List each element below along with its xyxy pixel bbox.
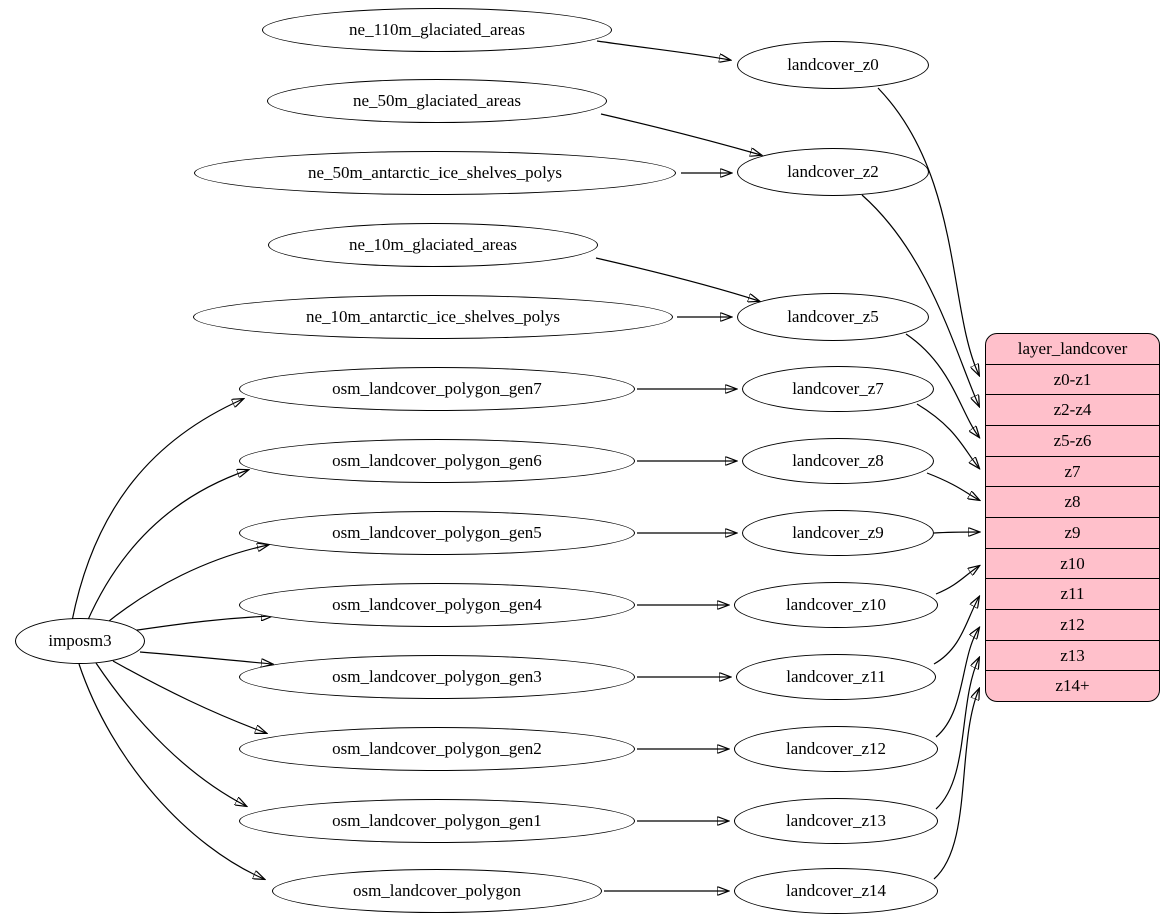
node-landcover-z11: landcover_z11 <box>736 654 936 700</box>
node-landcover-z5: landcover_z5 <box>737 293 929 341</box>
edge-landcover-z12-to-row-z12 <box>935 628 979 738</box>
node-landcover-z9: landcover_z9 <box>742 510 934 556</box>
table-row-z8: z8 <box>986 486 1159 517</box>
node-ne-10m-antarctic-ice-shelves-polys: ne_10m_antarctic_ice_shelves_polys <box>193 295 673 339</box>
table-row-z12: z12 <box>986 609 1159 640</box>
table-row-z7: z7 <box>986 455 1159 487</box>
edge-ne-110m-glaciated-areas-to-landcover-z0 <box>596 40 730 60</box>
table-row-z9: z9 <box>986 517 1159 548</box>
edge-imposm3-to-osm-landcover-polygon-gen3 <box>139 651 272 664</box>
edge-landcover-z5-to-row-z5-z6 <box>905 333 979 437</box>
node-landcover-z2: landcover_z2 <box>737 148 929 196</box>
edge-ne-50m-glaciated-areas-to-landcover-z2 <box>600 113 761 155</box>
table-row-z2-z4: z2-z4 <box>986 394 1159 425</box>
table-row-z14plus: z14+ <box>986 670 1159 701</box>
node-osm-landcover-polygon: osm_landcover_polygon <box>272 869 602 913</box>
edge-imposm3-to-osm-landcover-polygon-gen7 <box>71 399 243 622</box>
node-osm-landcover-polygon-gen4: osm_landcover_polygon_gen4 <box>239 583 635 627</box>
edge-imposm3-to-osm-landcover-polygon-gen6 <box>86 470 248 623</box>
table-row-z11: z11 <box>986 578 1159 609</box>
node-osm-landcover-polygon-gen5: osm_landcover_polygon_gen5 <box>239 511 635 555</box>
edge-imposm3-to-osm-landcover-polygon-gen5 <box>103 545 268 626</box>
edge-landcover-z10-to-row-z10 <box>935 566 979 595</box>
table-row-z0-z1: z0-z1 <box>986 363 1159 395</box>
edge-landcover-z11-to-row-z11 <box>933 597 979 665</box>
layer-landcover-table: layer_landcover z0-z1 z2-z4 z5-z6 z7 z8 … <box>985 333 1160 702</box>
node-osm-landcover-polygon-gen7: osm_landcover_polygon_gen7 <box>239 367 635 411</box>
node-landcover-z0: landcover_z0 <box>737 41 929 89</box>
edge-imposm3-to-osm-landcover-polygon-gen1 <box>95 662 246 806</box>
edge-landcover-z0-to-row-z0-z1 <box>877 87 979 375</box>
edge-imposm3-to-osm-landcover-polygon <box>78 663 264 879</box>
node-osm-landcover-polygon-gen1: osm_landcover_polygon_gen1 <box>239 799 635 843</box>
node-osm-landcover-polygon-gen2: osm_landcover_polygon_gen2 <box>239 727 635 771</box>
edge-landcover-z14-to-row-z14plus <box>933 689 979 880</box>
node-ne-110m-glaciated-areas: ne_110m_glaciated_areas <box>262 8 612 52</box>
node-landcover-z7: landcover_z7 <box>742 366 934 412</box>
table-row-z10: z10 <box>986 547 1159 579</box>
table-header: layer_landcover <box>1017 338 1128 358</box>
node-landcover-z14: landcover_z14 <box>734 868 938 914</box>
edge-landcover-z13-to-row-z13 <box>935 658 979 810</box>
node-landcover-z12: landcover_z12 <box>734 726 938 772</box>
table-row-z5-z6: z5-z6 <box>986 425 1159 456</box>
edge-imposm3-to-osm-landcover-polygon-gen2 <box>112 660 266 733</box>
edge-landcover-z7-to-row-z7 <box>916 403 979 468</box>
edge-imposm3-to-osm-landcover-polygon-gen4 <box>130 616 272 632</box>
edge-landcover-z8-to-row-z8 <box>926 472 979 500</box>
node-imposm3: imposm3 <box>15 618 145 664</box>
node-osm-landcover-polygon-gen6: osm_landcover_polygon_gen6 <box>239 439 635 483</box>
node-landcover-z13: landcover_z13 <box>734 798 938 844</box>
node-osm-landcover-polygon-gen3: osm_landcover_polygon_gen3 <box>239 655 635 699</box>
node-ne-50m-antarctic-ice-shelves-polys: ne_50m_antarctic_ice_shelves_polys <box>194 151 676 195</box>
node-landcover-z8: landcover_z8 <box>742 438 934 484</box>
edge-landcover-z9-to-row-z9 <box>933 532 979 533</box>
edge-ne-10m-glaciated-areas-to-landcover-z5 <box>595 257 759 301</box>
node-ne-50m-glaciated-areas: ne_50m_glaciated_areas <box>267 79 607 123</box>
node-landcover-z10: landcover_z10 <box>734 582 938 628</box>
edge-landcover-z2-to-row-z2-z4 <box>861 194 979 406</box>
node-ne-10m-glaciated-areas: ne_10m_glaciated_areas <box>268 223 598 267</box>
table-row-z13: z13 <box>986 639 1159 671</box>
